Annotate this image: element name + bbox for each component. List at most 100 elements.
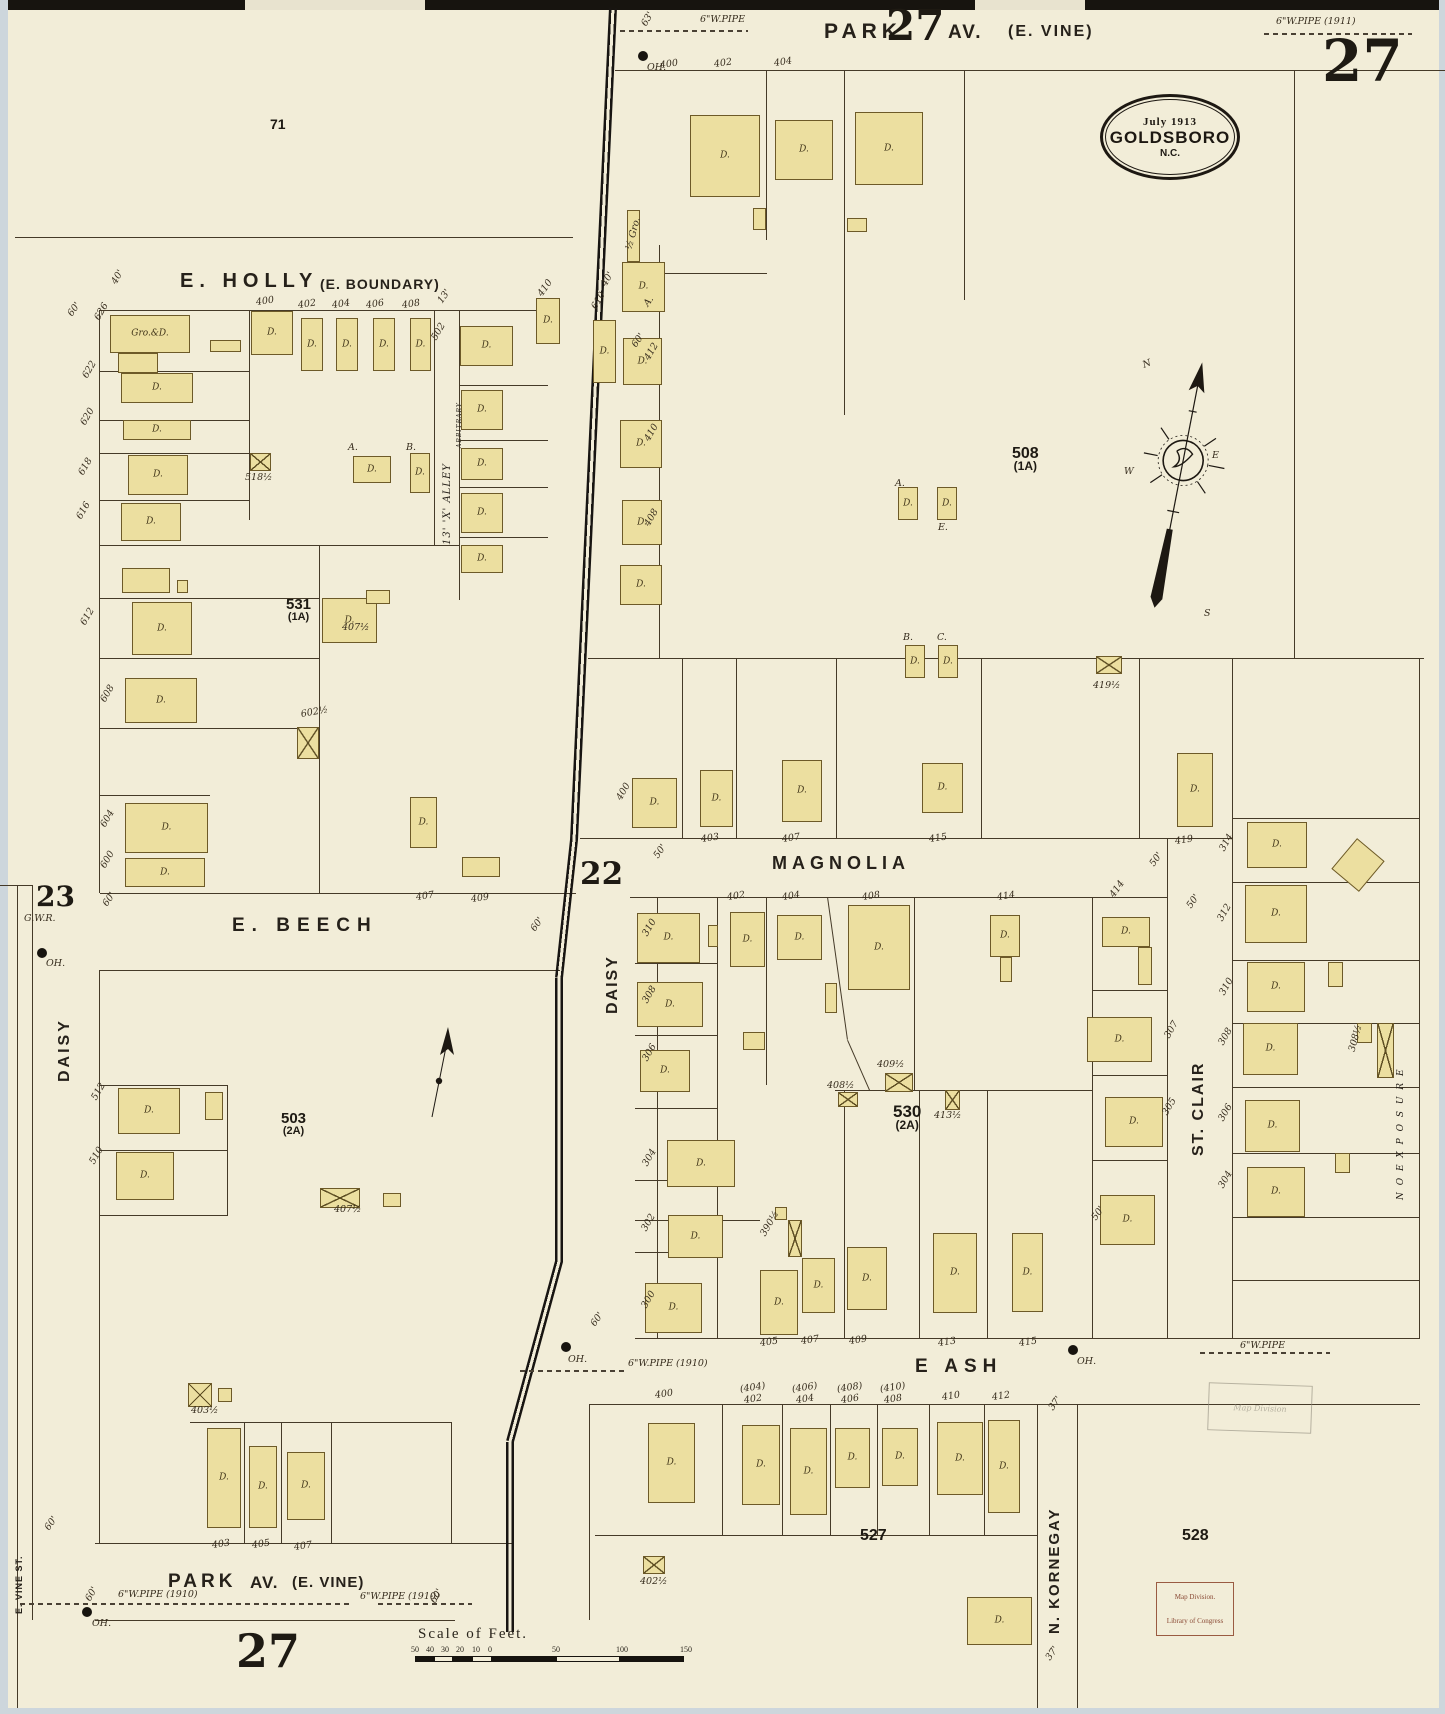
building-use-label: D. (1271, 908, 1281, 919)
building-use-label: D. (543, 315, 553, 326)
lot-line (100, 1085, 228, 1086)
building-use-label: D. (477, 458, 487, 469)
building-use-label: Gro.&D. (131, 328, 169, 339)
faint-stamp-text: Map Division (1233, 1402, 1287, 1414)
building-dwelling: D. (353, 456, 391, 483)
building-use-label: D. (690, 1231, 701, 1241)
map-number-label: C. (937, 632, 947, 643)
hydrant-dot (82, 1607, 92, 1617)
building-use-label: D. (668, 1302, 679, 1313)
street-e-holly: E. HOLLY (180, 270, 319, 292)
building-outbuilding (122, 568, 170, 593)
building-dwelling: D. (938, 645, 958, 678)
scan-edge-top (0, 0, 1445, 10)
building-dwelling: D. (121, 373, 193, 403)
lot-line (877, 1404, 878, 1535)
lot-line (99, 970, 101, 1543)
lot-line (766, 897, 767, 1085)
building-dwelling: D. (632, 778, 677, 828)
building-use-label: D. (160, 867, 170, 877)
park-av-27: 27 (886, 1, 945, 50)
map-number-label: 63' (639, 10, 657, 29)
scale-bar-segment (556, 1656, 620, 1662)
building-use-label: D. (140, 1170, 150, 1181)
building-dwelling: D. (1245, 885, 1307, 943)
lot-line (827, 897, 848, 1041)
map-number-label: 510 (87, 1145, 106, 1167)
building-use-label: D. (874, 942, 884, 952)
building-dwelling: D. (668, 1215, 723, 1258)
building-dwelling: D. (777, 915, 822, 960)
map-number-label: 6"W.PIPE (1910) (360, 1591, 440, 1602)
lot-line (844, 70, 845, 415)
map-number-label: B. (406, 442, 417, 453)
block-531: 531(1A) (286, 596, 312, 624)
lot-line (32, 885, 34, 1620)
building-dwelling: D. (620, 420, 662, 468)
map-number-label: 407 (293, 1539, 313, 1553)
block-503-sub: (2A) (282, 1125, 305, 1138)
map-number-label: 50' (651, 842, 669, 861)
map-number-label: 608 (98, 683, 117, 705)
building-use-label: D. (955, 1453, 965, 1463)
title-stamp-city: GOLDSBORO (1109, 127, 1231, 147)
lot-line (190, 1422, 452, 1423)
lot-line (1294, 70, 1295, 658)
lot-line (844, 1090, 845, 1338)
lot-line (1093, 1160, 1168, 1161)
lot-line (460, 487, 548, 488)
lot-line (588, 658, 1424, 659)
street-e-vine-st: E. VINE ST. (14, 1555, 24, 1614)
building-dwelling: D. (967, 1597, 1032, 1645)
scan-edge-left (0, 0, 8, 1714)
hydrant-dot (1068, 1345, 1078, 1355)
building-dwelling: D. (742, 1425, 780, 1505)
building-dwelling: D. (882, 1428, 918, 1486)
map-number-label: 409½ (877, 1059, 905, 1070)
building-dwelling: D. (287, 1452, 325, 1520)
lot-line (929, 1404, 930, 1535)
lot-line (1233, 1217, 1420, 1218)
lot-line (100, 598, 320, 599)
building-dwelling: D. (990, 915, 1020, 957)
lot-line (331, 1422, 332, 1543)
building-dwelling: D. (782, 760, 822, 822)
map-number-label: 518½ (245, 472, 273, 483)
map-number-label: 6"W.PIPE (1910) (628, 1358, 708, 1369)
building-use-label: D. (344, 615, 355, 625)
map-number-label: 409 (470, 891, 490, 905)
building-dwelling: D. (1177, 753, 1213, 827)
building-dwelling: D. (1100, 1195, 1155, 1245)
map-number-label: 390½ (758, 1209, 782, 1239)
building-use-label: D. (1114, 1034, 1125, 1044)
lot-line (460, 537, 548, 538)
building-dwelling: D. (1102, 917, 1150, 947)
map-number-label: 60' (42, 1514, 60, 1533)
map-number-label: 6"W.PIPE (1240, 1340, 1286, 1351)
building-crossed (885, 1073, 913, 1092)
lot-line (95, 1543, 513, 1544)
water-pipe-line (20, 1603, 352, 1605)
building-use-label: D. (942, 498, 952, 508)
map-number-label: 407 (415, 889, 435, 903)
lot-line (95, 1620, 455, 1621)
building-dwelling: D. (125, 858, 205, 887)
building-use-label: D. (152, 424, 162, 435)
building-dwelling: D. (121, 503, 181, 541)
building-use-label: D. (258, 1481, 268, 1492)
building-dwelling: D. (536, 298, 560, 344)
map-number-label: 50' (1184, 892, 1202, 911)
building-use-label: D. (895, 1451, 905, 1462)
lot-line (1092, 897, 1093, 1338)
lot-line (1167, 838, 1168, 1338)
scale-tick-label: 30 (441, 1645, 449, 1654)
map-number-label: 403 (700, 831, 720, 845)
building-outbuilding (218, 1388, 232, 1402)
building-dwelling: D. (373, 318, 395, 371)
scale-bar-segment (492, 1656, 556, 1662)
building-dwelling: D. (249, 1446, 277, 1528)
map-number-label: 310 (1217, 976, 1236, 998)
building-outbuilding (847, 218, 867, 232)
lot-line (15, 237, 573, 238)
